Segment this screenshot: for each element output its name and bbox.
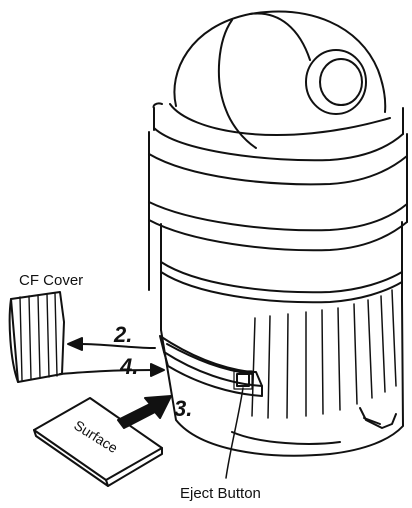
eject-button [236, 373, 250, 387]
step-4-label: 4. [119, 354, 138, 379]
camera-lens [305, 49, 367, 115]
step-2-label: 2. [113, 322, 132, 347]
step-3-label: 3. [174, 396, 192, 421]
eject-button-label: Eject Button [180, 485, 261, 502]
insert-arrow-3 [117, 395, 172, 429]
dome-camera-head [169, 10, 391, 149]
housing-ribs [251, 289, 397, 419]
cf-cover-label: CF Cover [19, 272, 83, 289]
cf-slot [159, 335, 263, 397]
mounting-tab [359, 407, 397, 429]
arrow-4 [59, 369, 156, 375]
eject-leader-line [225, 387, 244, 479]
cf-cover [8, 291, 65, 383]
arrow-2 [79, 343, 156, 349]
surface-label: Surface [71, 417, 121, 456]
upper-housing [148, 102, 408, 291]
cf-card [33, 397, 163, 487]
lower-housing [160, 221, 404, 457]
